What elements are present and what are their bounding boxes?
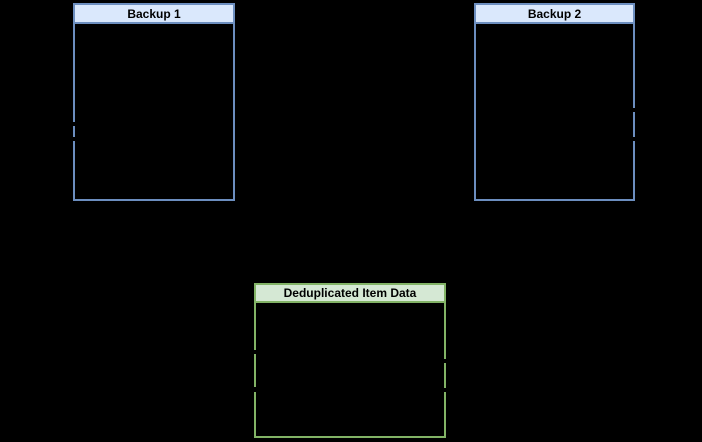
node-deduplicated-item-data-title: Deduplicated Item Data bbox=[256, 285, 444, 303]
border-gap-dedup-left-upper bbox=[252, 350, 256, 354]
border-gap-backup2-right-lower bbox=[632, 137, 636, 141]
border-gap-dedup-right-lower bbox=[443, 388, 447, 392]
node-backup-2-title: Backup 2 bbox=[476, 5, 633, 24]
border-gap-backup1-left-lower bbox=[72, 137, 76, 141]
border-gap-backup1-left-upper bbox=[72, 122, 76, 126]
node-deduplicated-item-data[interactable]: Deduplicated Item Data bbox=[254, 283, 446, 438]
node-backup-1-title: Backup 1 bbox=[75, 5, 233, 24]
node-backup-1[interactable]: Backup 1 bbox=[73, 3, 235, 201]
node-backup-2[interactable]: Backup 2 bbox=[474, 3, 635, 201]
border-gap-dedup-left-lower bbox=[252, 387, 256, 392]
border-gap-dedup-right-upper bbox=[443, 359, 447, 363]
border-gap-backup2-right-upper bbox=[632, 108, 636, 112]
